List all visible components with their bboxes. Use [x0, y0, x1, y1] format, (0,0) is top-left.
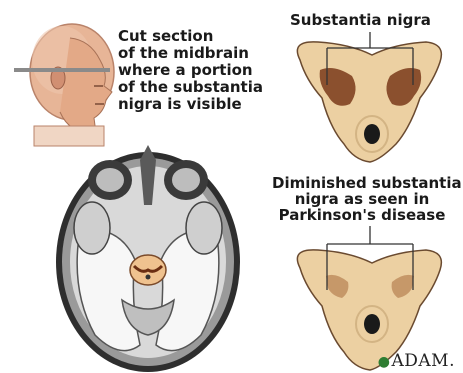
- cut-plane-line: [14, 68, 110, 72]
- caption-line: of the midbrain: [118, 45, 268, 62]
- midbrain-section-normal: [297, 32, 441, 162]
- head-profile-illustration: [14, 24, 114, 146]
- label-substantia-nigra: Substantia nigra: [290, 12, 431, 29]
- caption-line: Cut section: [118, 28, 268, 45]
- logo-text: ADAM.: [392, 351, 456, 371]
- label-line: Parkinson's disease: [272, 207, 452, 223]
- brain-cross-section: [56, 145, 240, 372]
- label-line: Diminished substantia: [272, 175, 452, 191]
- midbrain-section-parkinsons: [297, 226, 441, 370]
- caption-line: of the substantia: [118, 79, 268, 96]
- logo-dot-icon: ●: [378, 354, 391, 370]
- adam-logo: ●ADAM.: [378, 351, 455, 371]
- label-diminished-substantia-nigra: Diminished substantia nigra as seen in P…: [272, 175, 452, 223]
- caption-midbrain-section: Cut section of the midbrain where a port…: [118, 28, 268, 113]
- caption-line: nigra is visible: [118, 96, 268, 113]
- caption-line: where a portion: [118, 62, 268, 79]
- label-line: nigra as seen in: [272, 191, 452, 207]
